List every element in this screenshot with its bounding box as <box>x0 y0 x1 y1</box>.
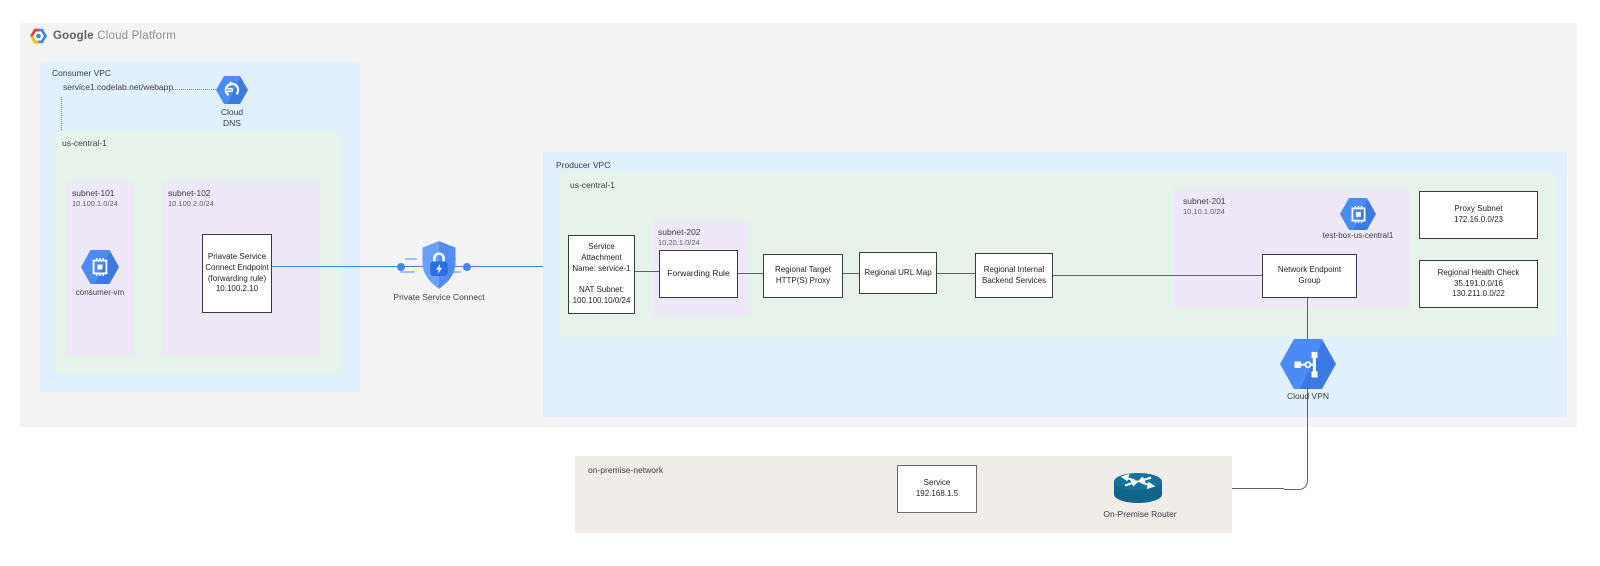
subnet-101-cidr: 10.100.1.0/24 <box>72 199 118 209</box>
service-attachment-box: Service Attachment Name: service-1 NAT S… <box>568 235 635 314</box>
regional-backend-services-box: Regional Internal Backend Services <box>975 253 1053 298</box>
subnet-102: subnet-102 10.100.2.0/24 Priavate Servic… <box>163 181 320 356</box>
subnet-102-name: subnet-102 <box>168 188 211 198</box>
producer-vpc-label: Producer VPC <box>556 160 611 170</box>
subnet-201-cidr: 10.10.1.0/24 <box>1183 207 1225 217</box>
on-premise-network-label: on-premise-network <box>588 465 664 475</box>
psc-endpoint-box: Priavate Service Connect Endpoint (forwa… <box>202 234 272 313</box>
consumer-vm-icon <box>81 250 119 284</box>
connector-urlmap-backend <box>937 273 975 274</box>
psc-dash <box>405 258 417 261</box>
subnet-202-name: subnet-202 <box>658 227 701 237</box>
gcp-logo-icon <box>30 28 47 44</box>
network-endpoint-group-box: Network Endpoint Group <box>1262 254 1357 298</box>
private-service-connect-label: Private Service Connect <box>393 292 485 302</box>
subnet-202: subnet-202 10.20.1.0/24 Forwarding Rule <box>653 221 748 317</box>
subnet-201-name: subnet-201 <box>1183 196 1226 206</box>
regional-url-map-box: Regional URL Map <box>859 252 937 294</box>
cloud-dns-label: Cloud DNS <box>220 107 244 128</box>
producer-region-label: us-central-1 <box>570 180 615 190</box>
connector-proxy-urlmap <box>843 273 859 274</box>
connector-fr-proxy <box>738 273 763 274</box>
producer-vpc: Producer VPC us-central-1 Service Attach… <box>543 152 1567 417</box>
on-premise-service-box: Service 192.168.1.5 <box>897 465 977 513</box>
consumer-vpc: Consumer VPC service1.codelab.net/webapp… <box>40 61 360 392</box>
consumer-vm-label: consumer-vm <box>75 288 125 297</box>
logo-google: Google <box>53 30 94 42</box>
private-service-connect-icon <box>422 241 456 289</box>
subnet-201: subnet-201 10.10.1.0/24 test-box-us-cent… <box>1173 189 1410 308</box>
subnet-101: subnet-101 10.100.1.0/24 consumer-vm <box>67 181 133 356</box>
on-premise-router-icon <box>1114 473 1162 503</box>
connector-sa-fr <box>635 271 659 272</box>
consumer-vpc-label: Consumer VPC <box>52 68 112 78</box>
subnet-101-name: subnet-101 <box>72 188 115 198</box>
gcp-logo: Google Cloud Platform <box>30 28 176 44</box>
subnet-202-label: subnet-202 10.20.1.0/24 <box>658 227 701 248</box>
consumer-region-label: us-central-1 <box>62 138 107 148</box>
subnet-101-label: subnet-101 10.100.1.0/24 <box>72 188 118 209</box>
dns-dotted-connector <box>152 89 216 90</box>
connector-corner <box>1284 478 1308 490</box>
svg-text:DNS: DNS <box>226 88 232 92</box>
forwarding-rule-box: Forwarding Rule <box>659 250 738 298</box>
gcp-logo-text: Google Cloud Platform <box>53 30 176 42</box>
psc-dot-right <box>463 263 471 271</box>
psc-dot-left <box>397 263 405 271</box>
test-box-vm-icon <box>1340 198 1376 230</box>
connector-backend-neg <box>1053 275 1262 276</box>
subnet-102-label: subnet-102 10.100.2.0/24 <box>168 188 214 209</box>
regional-target-proxy-box: Regional Target HTTP(S) Proxy <box>763 254 843 298</box>
cloud-dns-icon: DNS <box>216 76 248 104</box>
subnet-102-cidr: 10.100.2.0/24 <box>168 199 214 209</box>
subnet-201-label: subnet-201 10.10.1.0/24 <box>1183 196 1226 217</box>
producer-region: us-central-1 Service Attachment Name: se… <box>559 172 1558 337</box>
proxy-subnet-box: Proxy Subnet 172.16.0.0/23 <box>1419 191 1538 239</box>
psc-dash <box>400 271 415 274</box>
subnet-202-cidr: 10.20.1.0/24 <box>658 238 700 248</box>
regional-health-check-box: Regional Health Check 35.191.0.0/16 130.… <box>1419 260 1538 308</box>
logo-cloud-platform: Cloud Platform <box>97 30 177 42</box>
psc-connection-line <box>272 266 568 267</box>
on-premise-router-label: On-Premise Router <box>1103 509 1177 519</box>
cloud-vpn-icon <box>1280 339 1336 389</box>
cloud-vpn-label: Cloud VPN <box>1286 391 1330 401</box>
test-box-vm-label: test-box-us-central1 <box>1322 231 1394 240</box>
consumer-region: us-central-1 subnet-101 10.100.1.0/24 <box>54 131 342 373</box>
dns-record-text: service1.codelab.net/webapp <box>63 82 174 92</box>
